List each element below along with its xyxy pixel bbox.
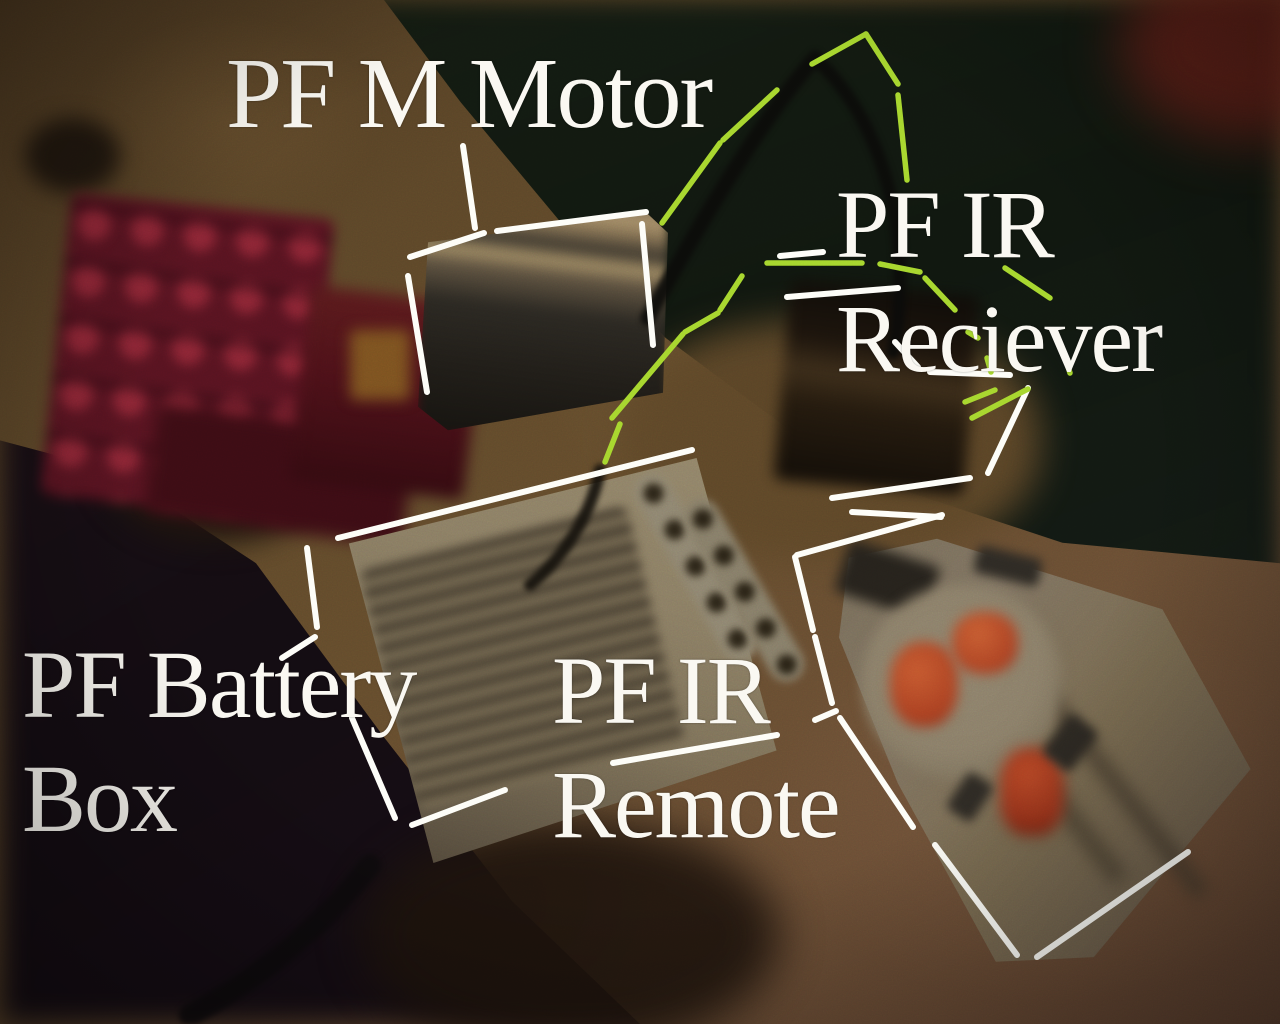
label-pf-ir-remote: PF IR Remote [552,634,841,862]
label-pf-m-motor: PF M Motor [226,37,713,149]
label-line: Reciever [836,285,1163,392]
label-line: Remote [552,751,841,858]
label-line: PF IR [552,637,771,744]
label-line: PF Battery [22,631,417,738]
label-line: Box [22,745,178,852]
label-pf-battery-box: PF Battery Box [22,628,417,856]
label-pf-ir-reciever: PF IR Reciever [836,168,1163,396]
motor-pointer-lines [405,143,656,395]
label-line: PF IR [836,171,1055,278]
